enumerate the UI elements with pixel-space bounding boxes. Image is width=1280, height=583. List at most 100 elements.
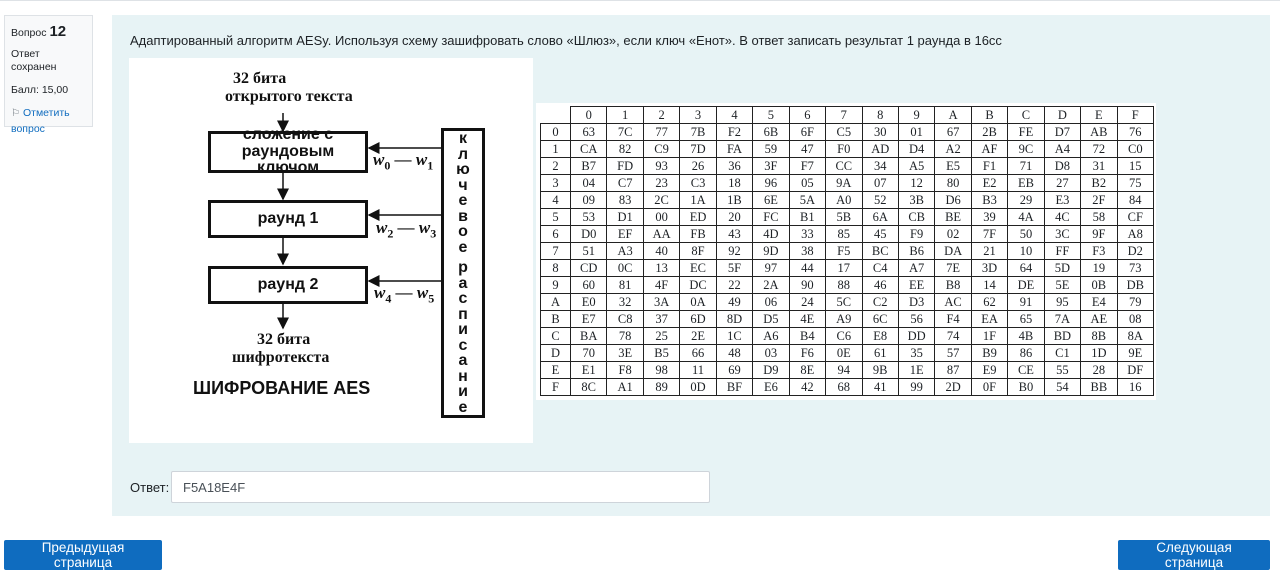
sbox-cell: A4	[1043, 140, 1082, 158]
sbox-cell: 87	[934, 361, 972, 379]
sbox-cell: F5	[825, 242, 863, 260]
sbox-cell: DA	[934, 242, 972, 260]
sbox-cell: C1	[1043, 344, 1082, 362]
sbox-cell: A9	[825, 310, 863, 328]
sbox-cell: 4E	[788, 310, 827, 328]
sbox-cell: 3D	[970, 259, 1009, 277]
sbox-cell: 5F	[715, 259, 754, 277]
sbox-cell: 3A	[642, 293, 681, 311]
sbox-cell: 47	[788, 140, 827, 158]
sbox-cell: BB	[1080, 378, 1118, 396]
sbox-cell: D4	[897, 140, 936, 158]
sbox-cell: 39	[970, 208, 1009, 226]
sbox-cell: E4	[1080, 293, 1118, 311]
sbox-cell: 7F	[970, 225, 1009, 243]
sbox-cell: CF	[1116, 208, 1155, 226]
sbox-cell: 2E	[679, 327, 717, 345]
key-schedule-letter: а	[458, 352, 468, 369]
key-schedule-letter: р	[458, 259, 468, 276]
sbox-cell: BF	[715, 378, 754, 396]
sbox-cell: 06	[752, 293, 790, 311]
sbox-cell: E9	[970, 361, 1009, 379]
sbox-cell: 07	[861, 174, 899, 192]
round-key-w0-w1: w0 — w1	[373, 150, 434, 173]
previous-page-button[interactable]: Предыдущая страница	[4, 540, 162, 570]
sbox-cell: 8C	[569, 378, 608, 396]
sbox-cell: 48	[715, 344, 754, 362]
sbox-cell: 75	[1116, 174, 1155, 192]
sbox-cell: A0	[825, 191, 863, 209]
answer-label: Ответ:	[130, 480, 170, 495]
sbox-cell: B1	[788, 208, 827, 226]
sbox-cell: 53	[569, 208, 608, 226]
sbox-cell: 9B	[861, 361, 899, 379]
sbox-row-header: 0	[540, 123, 571, 141]
sbox-cell: 42	[788, 378, 827, 396]
sbox-cell: BA	[569, 327, 608, 345]
sbox-cell: 4F	[642, 276, 681, 294]
sbox-row-header: 2	[540, 157, 571, 175]
round-2-box: раунд 2	[208, 266, 368, 304]
sbox-cell: 7A	[1043, 310, 1082, 328]
sbox-cell: 5E	[1043, 276, 1082, 294]
sbox-cell: 8D	[715, 310, 754, 328]
sbox-cell: BE	[934, 208, 972, 226]
sbox-cell: AC	[934, 293, 972, 311]
sbox-cell: 86	[1007, 344, 1045, 362]
sbox-col-header: 7	[825, 106, 863, 124]
flag-question-link[interactable]: ⚐Отметить вопрос	[11, 106, 86, 137]
key-schedule-letter: в	[458, 207, 468, 225]
sbox-cell: 0A	[679, 293, 717, 311]
sbox-cell: AD	[861, 140, 899, 158]
key-schedule-letter: п	[458, 305, 468, 323]
sbox-cell: 1F	[970, 327, 1009, 345]
sbox-cell: B8	[934, 276, 972, 294]
sbox-cell: F0	[825, 140, 863, 158]
question-number-label: Вопрос	[11, 27, 47, 39]
sbox-col-header: 6	[788, 106, 827, 124]
key-schedule-letter: н	[458, 367, 468, 385]
sbox-cell: 46	[861, 276, 899, 294]
sbox-row-header: 4	[540, 191, 571, 209]
sbox-col-header: 1	[606, 106, 644, 124]
key-schedule-letter: а	[458, 274, 468, 292]
sbox-cell: 8A	[1116, 327, 1155, 345]
sbox-row-header: 7	[540, 242, 571, 260]
round-1-label: раунд 1	[257, 209, 319, 227]
sbox-cell: 0E	[825, 344, 863, 362]
sbox-cell: 76	[1116, 123, 1155, 141]
sbox-cell: 6F	[788, 123, 827, 141]
sbox-cell: 6A	[861, 208, 899, 226]
sbox-cell: B7	[569, 157, 608, 175]
sbox-cell: 44	[788, 259, 827, 277]
sbox-col-header: 4	[715, 106, 754, 124]
sbox-col-header: A	[934, 106, 972, 124]
sbox-cell: 50	[1007, 225, 1045, 243]
sbox-col-header: F	[1116, 106, 1155, 124]
sbox-cell: E7	[569, 310, 608, 328]
sbox-cell: 16	[1116, 378, 1155, 396]
sbox-cell: 97	[752, 259, 790, 277]
next-page-button[interactable]: Следующая страница	[1118, 540, 1270, 570]
sbox-cell: 62	[970, 293, 1009, 311]
key-schedule-letter: ю	[456, 161, 470, 178]
sbox-cell: F9	[897, 225, 936, 243]
sbox-cell: 61	[861, 344, 899, 362]
ciphertext-label: шифротекста	[232, 349, 330, 366]
sbox-cell: A7	[897, 259, 936, 277]
sbox-cell: EC	[679, 259, 717, 277]
sbox-cell: 63	[569, 123, 608, 141]
sbox-cell: AB	[1080, 123, 1118, 141]
question-content-panel: Адаптированный алгоритм AESy. Используя …	[112, 15, 1270, 516]
sbox-cell: 11	[679, 361, 717, 379]
sbox-cell: B6	[897, 242, 936, 260]
sbox-cell: 6D	[679, 310, 717, 328]
sbox-cell: 49	[715, 293, 754, 311]
sbox-cell: 0B	[1080, 276, 1118, 294]
answer-input[interactable]	[171, 471, 710, 503]
sbox-cell: D5	[752, 310, 790, 328]
sbox-cell: D9	[752, 361, 790, 379]
